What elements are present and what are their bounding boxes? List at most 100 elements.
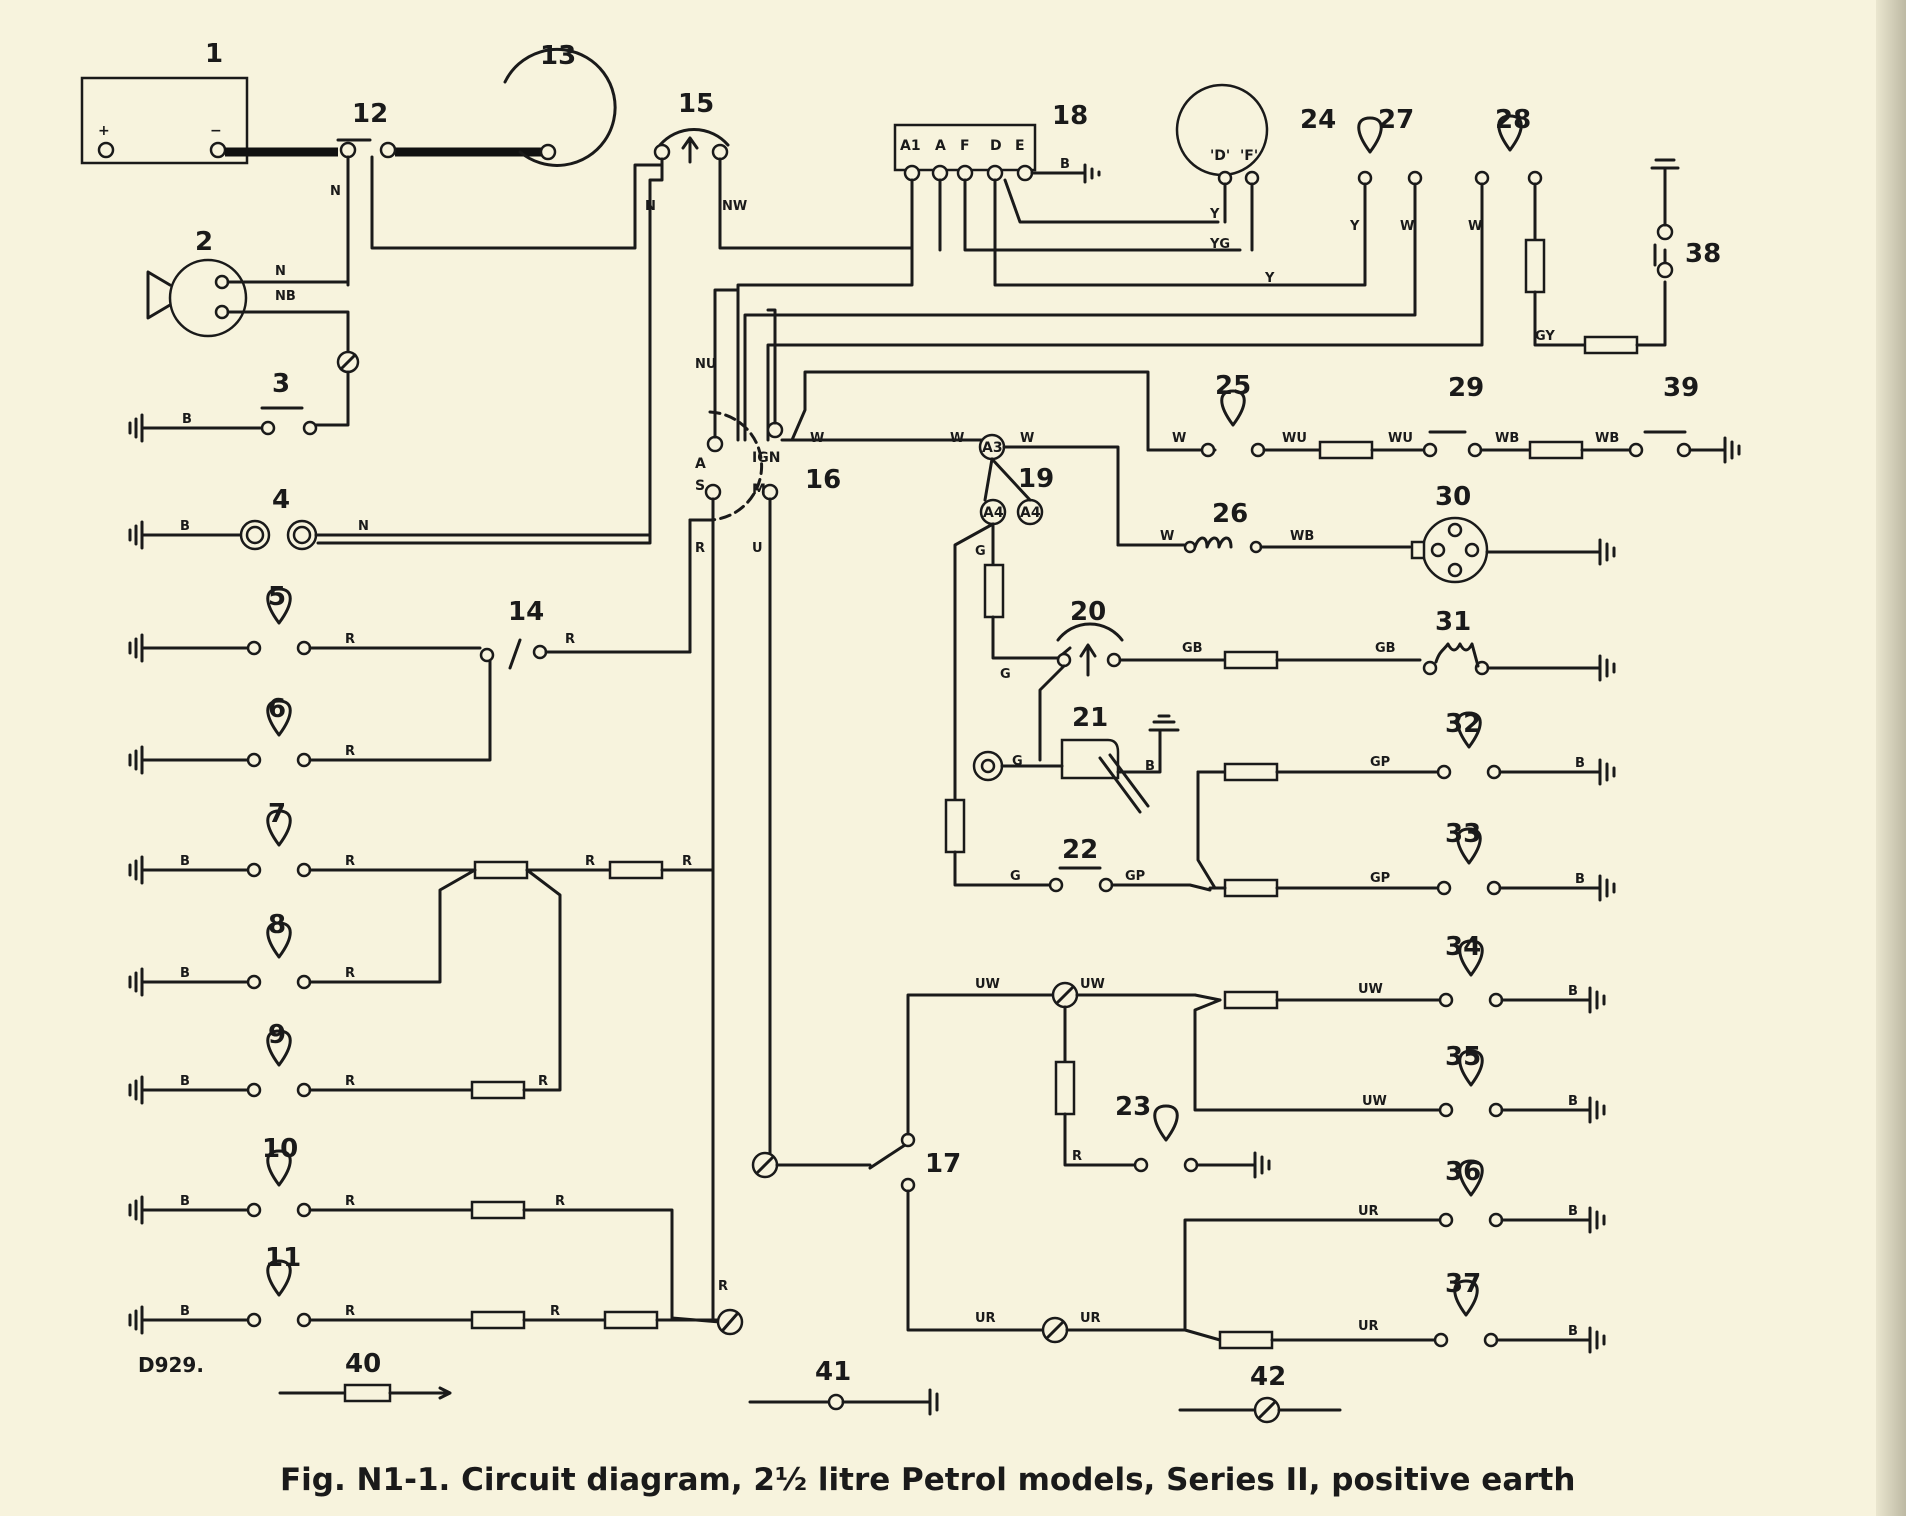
- wire-code-r: R: [345, 744, 355, 759]
- wire-code-r: R: [682, 854, 692, 869]
- wire-code-u: U: [752, 541, 763, 556]
- num-4: 4: [272, 485, 290, 515]
- wire-code-b: B: [180, 854, 190, 869]
- label-a4-1: A4: [983, 505, 1004, 521]
- label-dynamo-f: 'F': [1240, 148, 1258, 164]
- wire-code-w: W: [1160, 529, 1174, 544]
- num-40: 40: [345, 1349, 381, 1379]
- wire-code-ur: UR: [975, 1311, 996, 1326]
- wire-code-b: B: [1575, 756, 1585, 771]
- label-ign-m: M: [752, 482, 766, 498]
- label-a: A: [935, 138, 946, 154]
- num-6: 6: [268, 694, 286, 724]
- wire-code-ur: UR: [1080, 1311, 1101, 1326]
- num-15: 15: [678, 89, 714, 119]
- figure-caption: Fig. N1-1. Circuit diagram, 2½ litre Pet…: [280, 1462, 1575, 1498]
- wire-code-w: W: [1400, 219, 1414, 234]
- num-32: 32: [1445, 709, 1481, 739]
- num-13: 13: [540, 41, 576, 71]
- num-42: 42: [1250, 1362, 1286, 1392]
- num-5: 5: [268, 582, 286, 612]
- wire-code-r: R: [345, 1304, 355, 1319]
- wire-code-b: B: [1568, 1204, 1578, 1219]
- wiring: [80, 47, 1741, 1424]
- num-34: 34: [1445, 932, 1481, 962]
- wire-code-wu: WU: [1388, 431, 1413, 446]
- drawing-reference: D929.: [138, 1353, 204, 1377]
- wire-code-uw: UW: [975, 977, 1000, 992]
- wire-code-r: R: [345, 1194, 355, 1209]
- num-31: 31: [1435, 607, 1471, 637]
- wire-code-b: B: [180, 1194, 190, 1209]
- label-a1: A1: [900, 138, 921, 154]
- label-f: F: [960, 138, 970, 154]
- num-2: 2: [195, 227, 213, 257]
- wire-code-w: W: [1468, 219, 1482, 234]
- wire-code-r: R: [555, 1194, 565, 1209]
- label-dynamo-d: 'D': [1210, 148, 1230, 164]
- label-d: D: [990, 138, 1002, 154]
- wire-code-wb: WB: [1495, 431, 1519, 446]
- wire-code-w: W: [1172, 431, 1186, 446]
- num-8: 8: [268, 910, 286, 940]
- num-39: 39: [1663, 373, 1699, 403]
- wire-code-wb: WB: [1595, 431, 1619, 446]
- num-37: 37: [1445, 1269, 1481, 1299]
- earth-symbols-left: [128, 413, 144, 1335]
- wire-code-gp: GP: [1125, 869, 1145, 884]
- label-ign-a: A: [695, 456, 706, 472]
- num-9: 9: [268, 1020, 286, 1050]
- wire-code-gp: GP: [1370, 755, 1390, 770]
- num-17: 17: [925, 1149, 961, 1179]
- wire-code-r: R: [585, 854, 595, 869]
- wire-code-nw: NW: [722, 199, 747, 214]
- num-19: 19: [1018, 464, 1054, 494]
- horn: [168, 258, 248, 338]
- wire-code-w: W: [1020, 431, 1034, 446]
- wire-code-r: R: [565, 632, 575, 647]
- label-ign: IGN: [752, 450, 780, 466]
- num-7: 7: [268, 799, 286, 829]
- wire-code-y: Y: [1349, 219, 1360, 234]
- wire-code-r: R: [345, 854, 355, 869]
- wire-code-n: N: [330, 184, 341, 199]
- wire-code-ur: UR: [1358, 1204, 1379, 1219]
- wire-code-b: B: [1568, 1324, 1578, 1339]
- wire-code-g: G: [1012, 754, 1023, 769]
- wire-code-nu: NU: [695, 357, 716, 372]
- wire-code-y: Y: [1264, 271, 1275, 286]
- wire-code-nb: NB: [275, 289, 296, 304]
- wire-code-uw: UW: [1358, 982, 1383, 997]
- wire-code-wu: WU: [1282, 431, 1307, 446]
- wire-code-r: R: [695, 541, 705, 556]
- num-33: 33: [1445, 819, 1481, 849]
- wire-code-r: R: [345, 1074, 355, 1089]
- wire-code-r: R: [550, 1304, 560, 1319]
- label-ign-s: S: [695, 478, 705, 494]
- wire-code-b: B: [1145, 759, 1155, 774]
- wire-code-n: N: [275, 264, 286, 279]
- wire-code-ur: UR: [1358, 1319, 1379, 1334]
- label-a3: A3: [982, 440, 1003, 456]
- wire-code-y: Y: [1209, 207, 1220, 222]
- num-29: 29: [1448, 373, 1484, 403]
- num-1: 1: [205, 39, 223, 69]
- wire-code-n: N: [358, 519, 369, 534]
- wire-code-n: N: [645, 199, 656, 214]
- num-23: 23: [1115, 1092, 1151, 1122]
- battery: [80, 76, 249, 165]
- wire-code-gb: GB: [1375, 641, 1396, 656]
- label-a4-2: A4: [1020, 505, 1041, 521]
- num-11: 11: [265, 1243, 301, 1273]
- wire-code-b: B: [1568, 1094, 1578, 1109]
- wire-code-w: W: [950, 431, 964, 446]
- num-36: 36: [1445, 1157, 1481, 1187]
- wire-code-b: B: [1568, 984, 1578, 999]
- num-25: 25: [1215, 371, 1251, 401]
- num-16: 16: [805, 465, 841, 495]
- label-minus: −: [210, 123, 222, 139]
- page-edge: [1876, 0, 1906, 1516]
- wire-code-gb: GB: [1182, 641, 1203, 656]
- wire-code-g: G: [1000, 667, 1011, 682]
